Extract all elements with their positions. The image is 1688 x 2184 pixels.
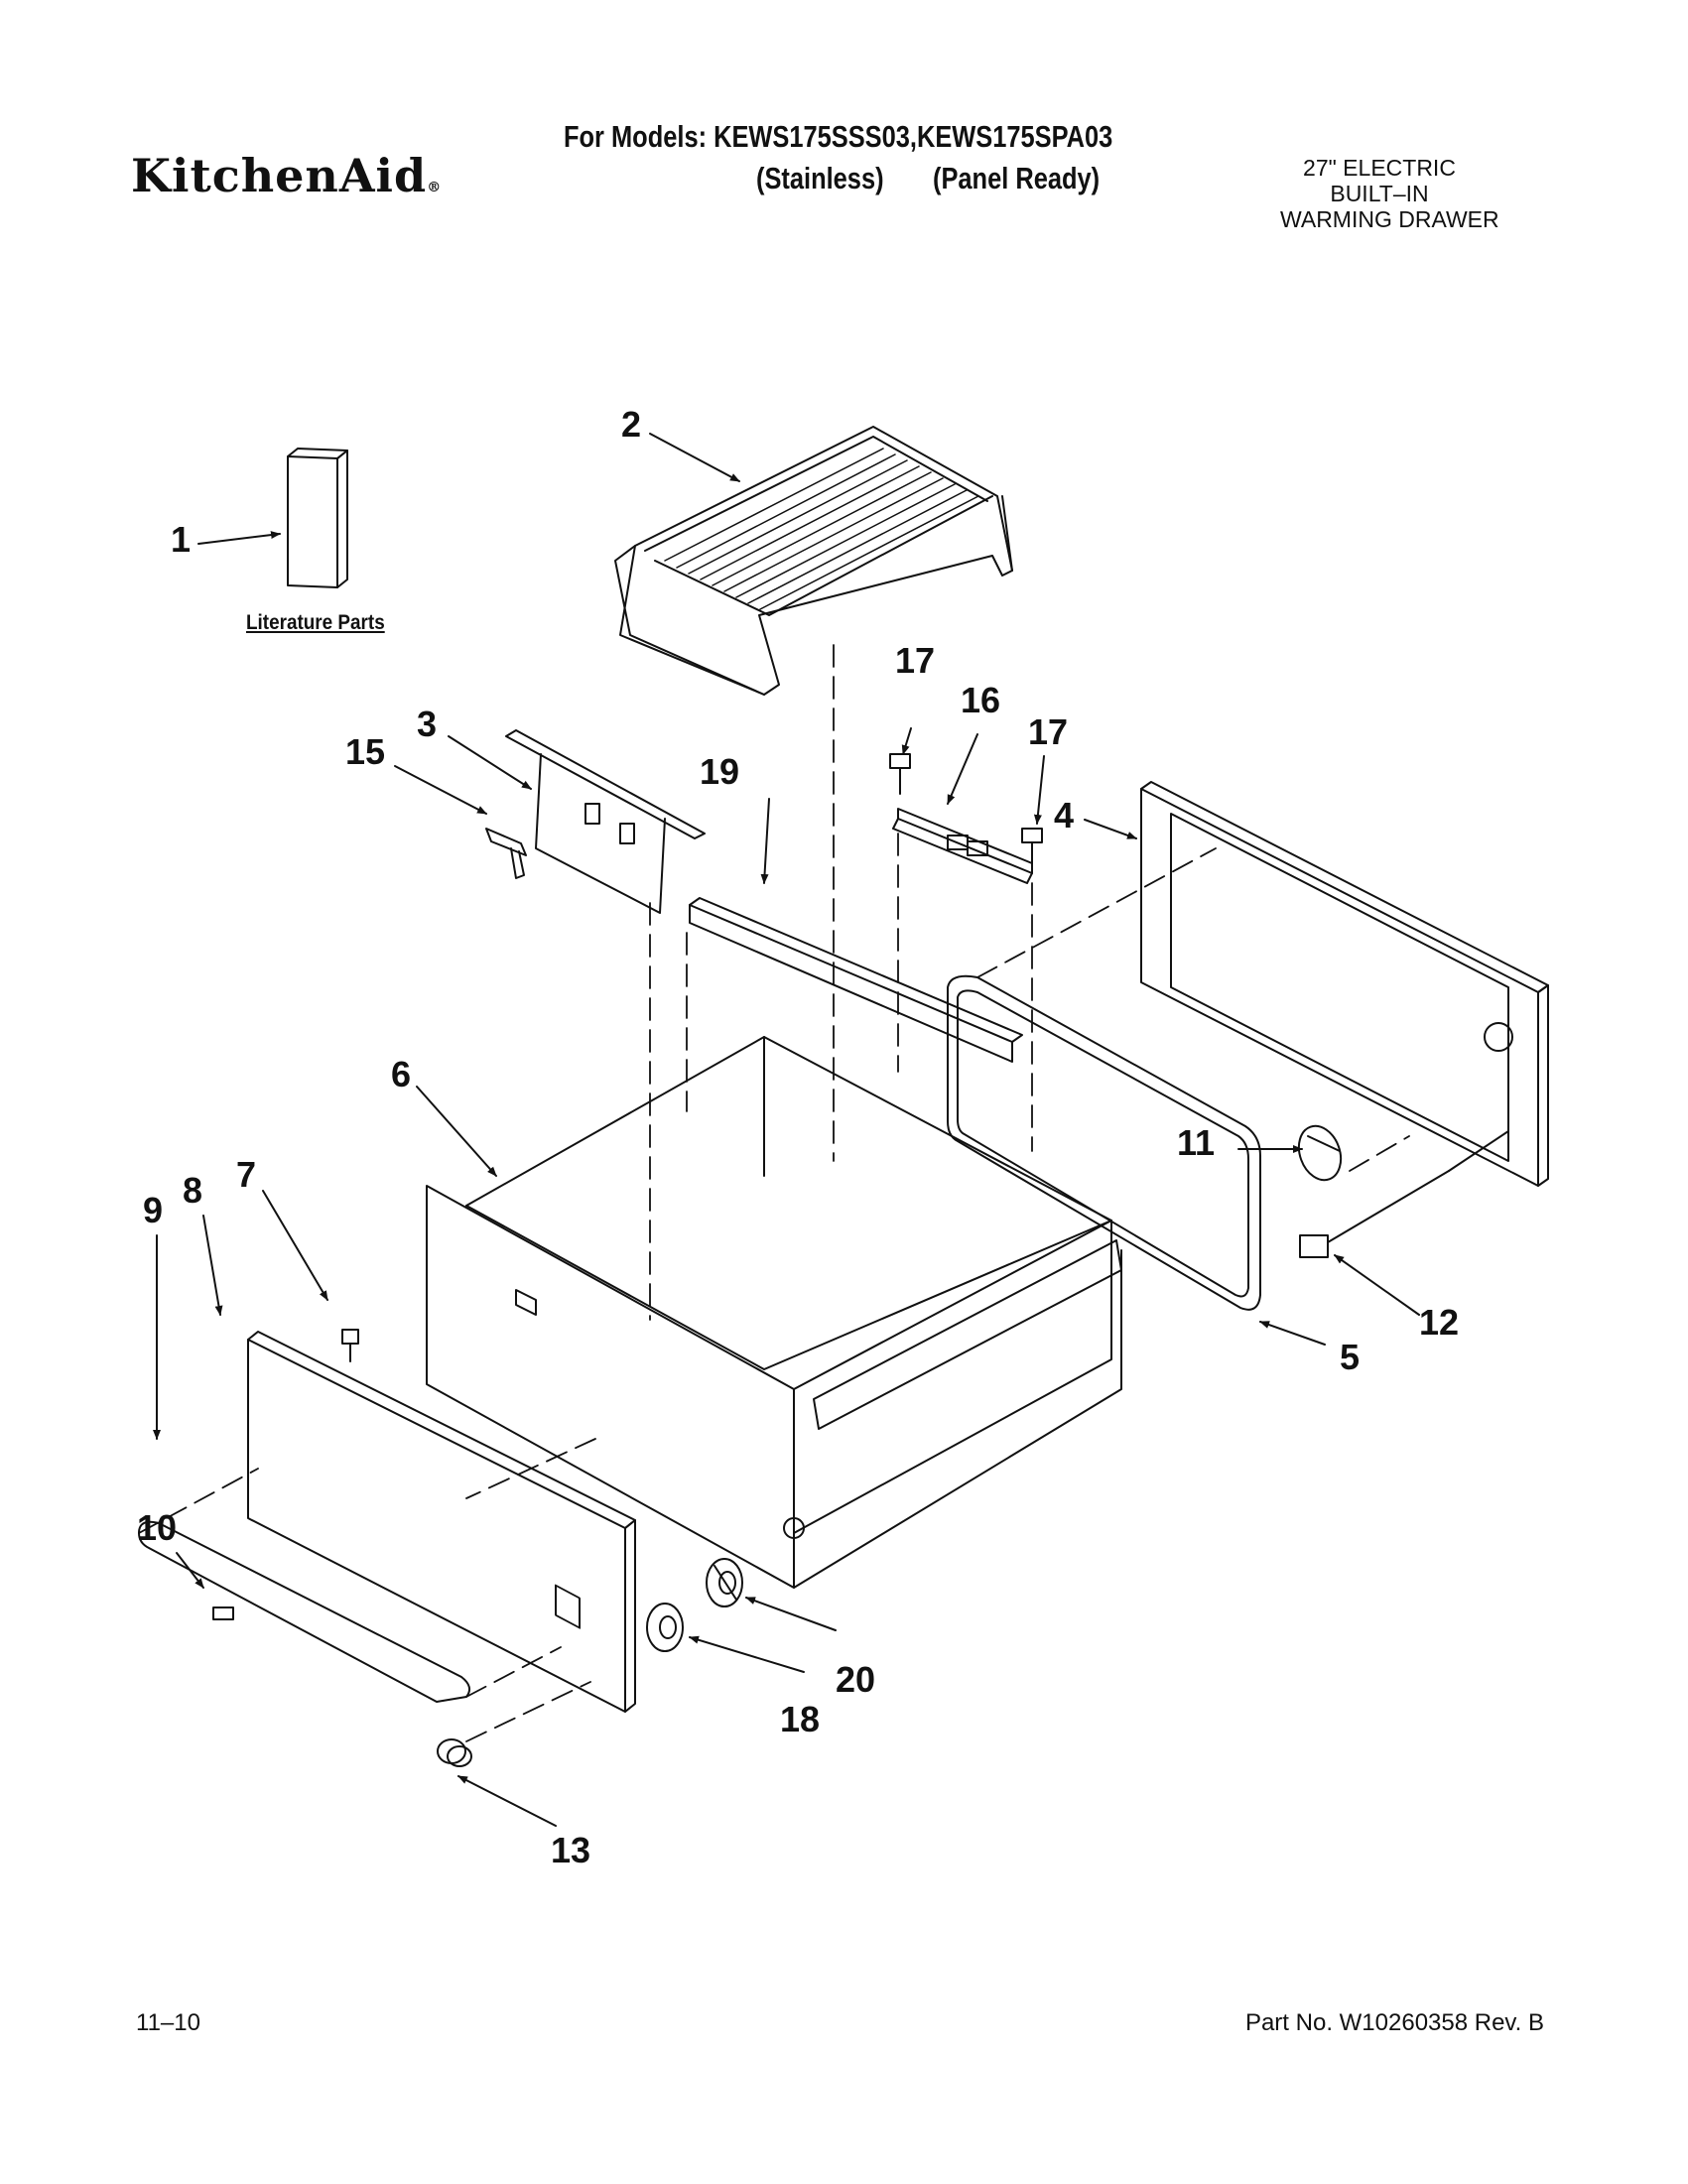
leader-arrows — [153, 433, 1420, 1827]
callout-16: 16 — [961, 680, 1000, 720]
callout-4: 4 — [1054, 795, 1074, 835]
callout-5: 5 — [1340, 1337, 1360, 1377]
models-line: For Models: KEWS175SSS03,KEWS175SPA03 — [564, 119, 1113, 154]
end-cap — [212, 1606, 234, 1620]
variant-stainless: (Stainless) — [756, 161, 884, 195]
infinite-switch — [706, 1558, 743, 1607]
screw — [1021, 828, 1043, 869]
callout-13: 13 — [551, 1830, 590, 1870]
callout-18: 18 — [780, 1699, 820, 1739]
callout-15: 15 — [345, 731, 385, 772]
literature-booklet — [287, 448, 348, 588]
trim-strip — [689, 897, 1023, 1063]
callout-10: 10 — [137, 1507, 177, 1548]
knob-button — [437, 1738, 472, 1767]
door-panel — [247, 1331, 636, 1713]
brand-name: KitchenAid — [131, 149, 428, 202]
callout-20: 20 — [836, 1659, 875, 1700]
drawer-body — [426, 1036, 1122, 1629]
callout-17a: 17 — [895, 640, 935, 681]
mounting-plate — [892, 808, 1033, 884]
control-knob — [1297, 1124, 1343, 1182]
product-line-3: WARMING DRAWER — [1280, 206, 1499, 232]
callout-9: 9 — [143, 1190, 163, 1230]
bracket — [505, 729, 706, 914]
temperature-sensor — [1299, 1130, 1509, 1258]
product-line-2: BUILT–IN — [1330, 181, 1429, 206]
callout-6: 6 — [391, 1054, 411, 1094]
variant-panel-ready: (Panel Ready) — [933, 161, 1101, 195]
date-code: 11–10 — [136, 2009, 200, 2036]
registered-mark: ® — [427, 180, 443, 195]
door-handle — [138, 1520, 471, 1703]
bezel — [646, 1603, 684, 1652]
product-line-1: 27" ELECTRIC — [1303, 155, 1456, 181]
callout-19: 19 — [700, 751, 739, 792]
callout-17b: 17 — [1028, 711, 1068, 752]
wire-rack — [614, 426, 1013, 696]
assembly-lines — [138, 644, 1410, 1742]
bolt — [341, 1329, 359, 1362]
literature-parts-label: Literature Parts — [246, 611, 385, 634]
callout-7: 7 — [236, 1154, 256, 1195]
callout-2: 2 — [621, 404, 641, 445]
product-description: 27" ELECTRIC BUILT–IN WARMING DRAWER — [1280, 155, 1499, 232]
callout-1: 1 — [171, 519, 191, 560]
part-number: Part No. W10260358 Rev. B — [1244, 2009, 1544, 2036]
callout-8: 8 — [183, 1170, 202, 1211]
callout-12: 12 — [1419, 1302, 1459, 1343]
callout-11: 11 — [1177, 1122, 1215, 1163]
callout-3: 3 — [417, 704, 437, 744]
back-panel — [1140, 781, 1549, 1187]
clip — [485, 828, 527, 879]
brand-logo: KitchenAid® — [131, 149, 442, 202]
screw — [889, 753, 911, 795]
